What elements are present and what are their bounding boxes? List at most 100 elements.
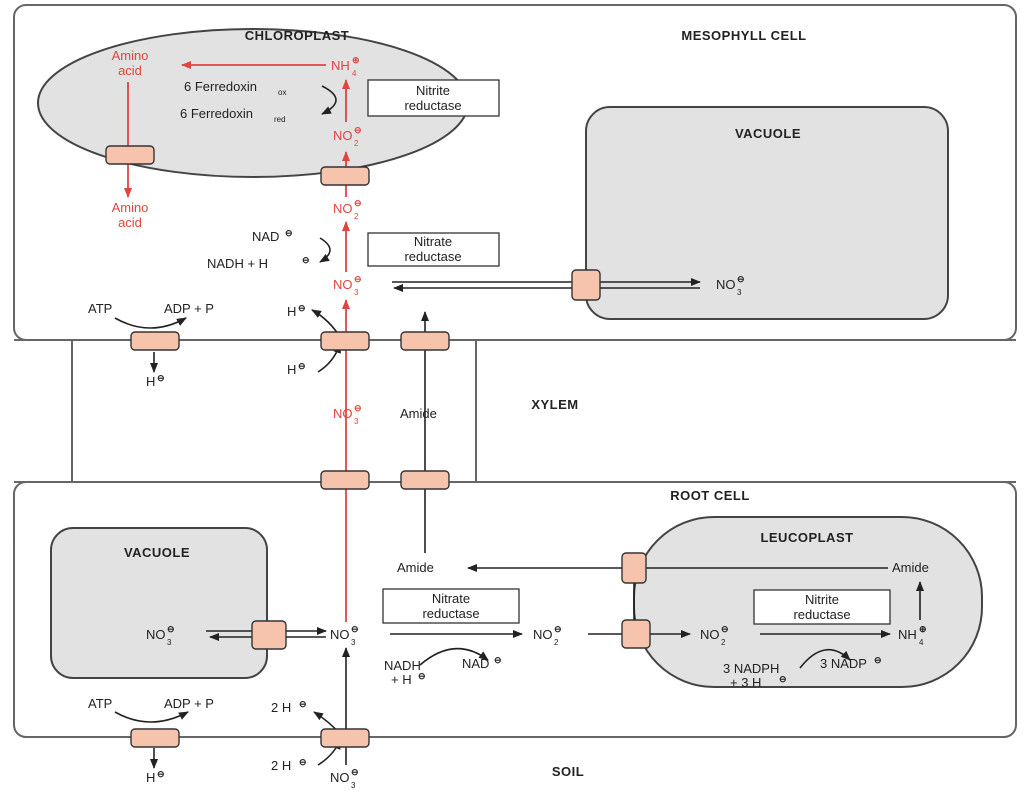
- amino-acid-chloroplast: Amino: [112, 48, 149, 63]
- svg-text:H: H: [287, 362, 296, 377]
- nh4-chloroplast: NH 4 ⊕: [331, 55, 360, 78]
- two-h-soil-out: 2 H ⊖: [271, 699, 307, 715]
- svg-text:6 Ferredoxin: 6 Ferredoxin: [184, 79, 257, 94]
- svg-text:3: 3: [354, 288, 359, 297]
- svg-text:3: 3: [167, 638, 172, 647]
- svg-text:reductase: reductase: [422, 606, 479, 621]
- transporter-leuco-amide: [621, 552, 647, 584]
- no3-vacuole-top: NO 3 ⊖: [716, 274, 745, 297]
- svg-text:NH: NH: [898, 627, 917, 642]
- svg-text:⊖: ⊖: [351, 767, 359, 777]
- svg-text:NO: NO: [333, 277, 353, 292]
- svg-text:reductase: reductase: [404, 98, 461, 113]
- leucoplast-label: LEUCOPLAST: [760, 530, 853, 545]
- svg-text:acid: acid: [118, 63, 142, 78]
- nadh-mesophyll: NADH + H ⊖: [207, 255, 310, 271]
- svg-text:⊖: ⊖: [354, 125, 362, 135]
- svg-text:⊖: ⊖: [351, 624, 359, 634]
- svg-text:⊖: ⊖: [874, 655, 882, 665]
- vacuole-top-label: VACUOLE: [735, 126, 801, 141]
- transporter-no3-top: [320, 331, 370, 351]
- svg-text:Nitrate: Nitrate: [414, 234, 452, 249]
- transporter-vacuole-root: [251, 620, 287, 650]
- black-pathway: [114, 85, 924, 769]
- xylem-vessel: [71, 339, 477, 483]
- nad-mesophyll: NAD ⊖: [252, 228, 293, 244]
- svg-text:3: 3: [351, 638, 356, 647]
- transporter-no3-xylem: [320, 470, 370, 490]
- no3-soil: NO 3 ⊖: [330, 767, 359, 790]
- chloroplast-label: CHLOROPLAST: [245, 28, 349, 43]
- svg-text:2 H: 2 H: [271, 700, 291, 715]
- root-cell-label: ROOT CELL: [670, 488, 750, 503]
- svg-text:6 Ferredoxin: 6 Ferredoxin: [180, 106, 253, 121]
- svg-text:NO: NO: [330, 627, 350, 642]
- vacuole-bottom-label: VACUOLE: [124, 545, 190, 560]
- svg-text:NO: NO: [333, 128, 353, 143]
- svg-text:NO: NO: [333, 406, 353, 421]
- h-out-root: H ⊖: [146, 769, 165, 785]
- transporter-atp-top: [130, 331, 180, 351]
- svg-text:2: 2: [721, 638, 726, 647]
- transporter-chloroplast-aa: [105, 145, 155, 165]
- no2-leucoplast: NO 2 ⊖: [700, 624, 729, 647]
- nitrate-reductase-root: Nitrate reductase: [382, 588, 520, 624]
- svg-text:⊖: ⊖: [354, 274, 362, 284]
- svg-text:H: H: [287, 304, 296, 319]
- ferredoxin-ox: 6 Ferredoxin ox: [184, 79, 286, 97]
- transporter-soil: [320, 728, 370, 748]
- nitrite-reductase-leucoplast: Nitrite reductase: [753, 589, 891, 625]
- svg-text:H: H: [146, 770, 155, 785]
- svg-text:⊖: ⊖: [302, 255, 310, 265]
- black-labels: 6 Ferredoxin ox 6 Ferredoxin red NAD ⊖ N…: [88, 79, 929, 790]
- svg-text:NO: NO: [716, 277, 736, 292]
- svg-text:NO: NO: [330, 770, 350, 785]
- transporter-vacuole-top: [571, 269, 601, 301]
- svg-text:2: 2: [554, 638, 559, 647]
- svg-text:⊖: ⊖: [721, 624, 729, 634]
- svg-text:ox: ox: [278, 88, 286, 97]
- amide-root: Amide: [397, 560, 434, 575]
- no3-root-cytosol: NO 3 ⊖: [330, 624, 359, 647]
- nh4-leucoplast: NH 4 ⊕: [898, 624, 927, 647]
- svg-text:4: 4: [352, 69, 357, 78]
- red-labels: Amino acid Amino acid NH 4 ⊕ NO 2 ⊖ NO 2…: [112, 48, 362, 426]
- svg-text:Nitrite: Nitrite: [805, 592, 839, 607]
- mesophyll-label: MESOPHYLL CELL: [681, 28, 806, 43]
- svg-text:3 NADP: 3 NADP: [820, 656, 867, 671]
- transporter-amide-xylem: [400, 470, 450, 490]
- svg-text:⊖: ⊖: [554, 624, 562, 634]
- svg-text:⊖: ⊖: [298, 361, 306, 371]
- svg-text:NO: NO: [146, 627, 166, 642]
- svg-text:⊖: ⊖: [737, 274, 745, 284]
- soil-label: SOIL: [552, 764, 584, 779]
- svg-text:Nitrite: Nitrite: [416, 83, 450, 98]
- amino-acid-cytosol: Amino: [112, 200, 149, 215]
- svg-text:acid: acid: [118, 215, 142, 230]
- svg-text:+ 3 H: + 3 H: [730, 675, 761, 690]
- svg-text:3 NADPH: 3 NADPH: [723, 661, 779, 676]
- xylem-label: XYLEM: [531, 397, 578, 412]
- svg-text:reductase: reductase: [404, 249, 461, 264]
- transporter-leuco-no2: [621, 619, 651, 649]
- svg-text:⊖: ⊖: [779, 674, 787, 684]
- svg-text:3: 3: [354, 417, 359, 426]
- no2-root-cytosol: NO 2 ⊖: [533, 624, 562, 647]
- svg-text:2 H: 2 H: [271, 758, 291, 773]
- svg-text:H: H: [146, 374, 155, 389]
- nadph-leucoplast: 3 NADPH + 3 H ⊖: [723, 661, 787, 690]
- transporters: [105, 145, 651, 748]
- no3-xylem: NO 3 ⊖: [333, 403, 362, 426]
- svg-text:Nitrate: Nitrate: [432, 591, 470, 606]
- svg-text:4: 4: [919, 638, 924, 647]
- nadh-root: NADH + H ⊖: [384, 658, 426, 687]
- svg-text:⊖: ⊖: [285, 228, 293, 238]
- red-pathway: [124, 61, 350, 622]
- amide-leucoplast: Amide: [892, 560, 929, 575]
- svg-text:NADH + H: NADH + H: [207, 256, 268, 271]
- two-h-soil-in: 2 H ⊖: [271, 757, 307, 773]
- adp-p-top: ADP + P: [164, 301, 214, 316]
- atp-root: ATP: [88, 696, 112, 711]
- svg-text:3: 3: [737, 288, 742, 297]
